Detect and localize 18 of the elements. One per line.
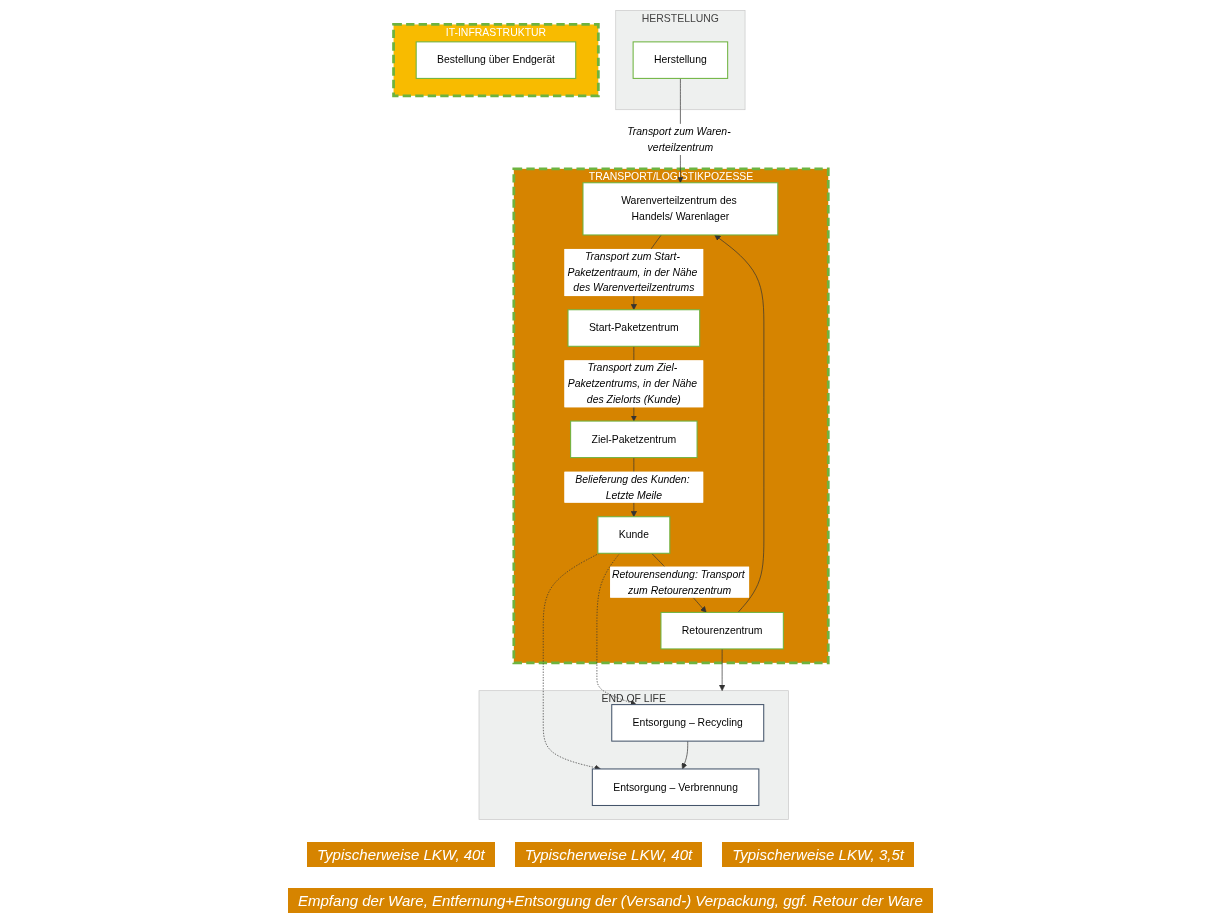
- edge-label: Transport zum Waren- verteilzentrum: [626, 125, 731, 153]
- node-box: Bestellung über Endgerät: [415, 41, 576, 79]
- node-box: Start-Paketzentrum: [567, 309, 700, 347]
- edge-label: Retourensendung: Transport zum Retourenzentrum: [611, 567, 745, 596]
- edge-label: Transport zum Ziel- Paketzentrums, in der Nähe des Zielorts (Kunde): [567, 361, 697, 405]
- transport-note: Empfang der Ware, Entfernung+Entsorgung der (Versand-) Verpackung, ggf. Retour der Ware: [288, 887, 933, 913]
- transport-note: Typischerweise LKW, 40t: [307, 841, 495, 867]
- node-box: Ziel-Paketzentrum: [569, 420, 698, 459]
- edge-label: Transport zum Start- Paketzentraum, in der Nähe des Warenverteilzentrums: [567, 250, 697, 294]
- edge-label: Belieferung des Kunden: Letzte Meile: [574, 472, 690, 501]
- node-box: Warenverteilzentrum des Handels/ Warenlager: [582, 182, 778, 236]
- transport-note: Typischerweise LKW, 3,5t: [722, 841, 914, 867]
- node-box: Kunde: [596, 516, 670, 554]
- node-box: Herstellung: [632, 41, 728, 79]
- transport-note: Typischerweise LKW, 40t: [514, 841, 703, 867]
- node-box: Retourenzentrum: [660, 611, 784, 650]
- node-box: Entsorgung – Verbrennung: [591, 768, 759, 806]
- node-box: Entsorgung – Recycling: [610, 704, 764, 742]
